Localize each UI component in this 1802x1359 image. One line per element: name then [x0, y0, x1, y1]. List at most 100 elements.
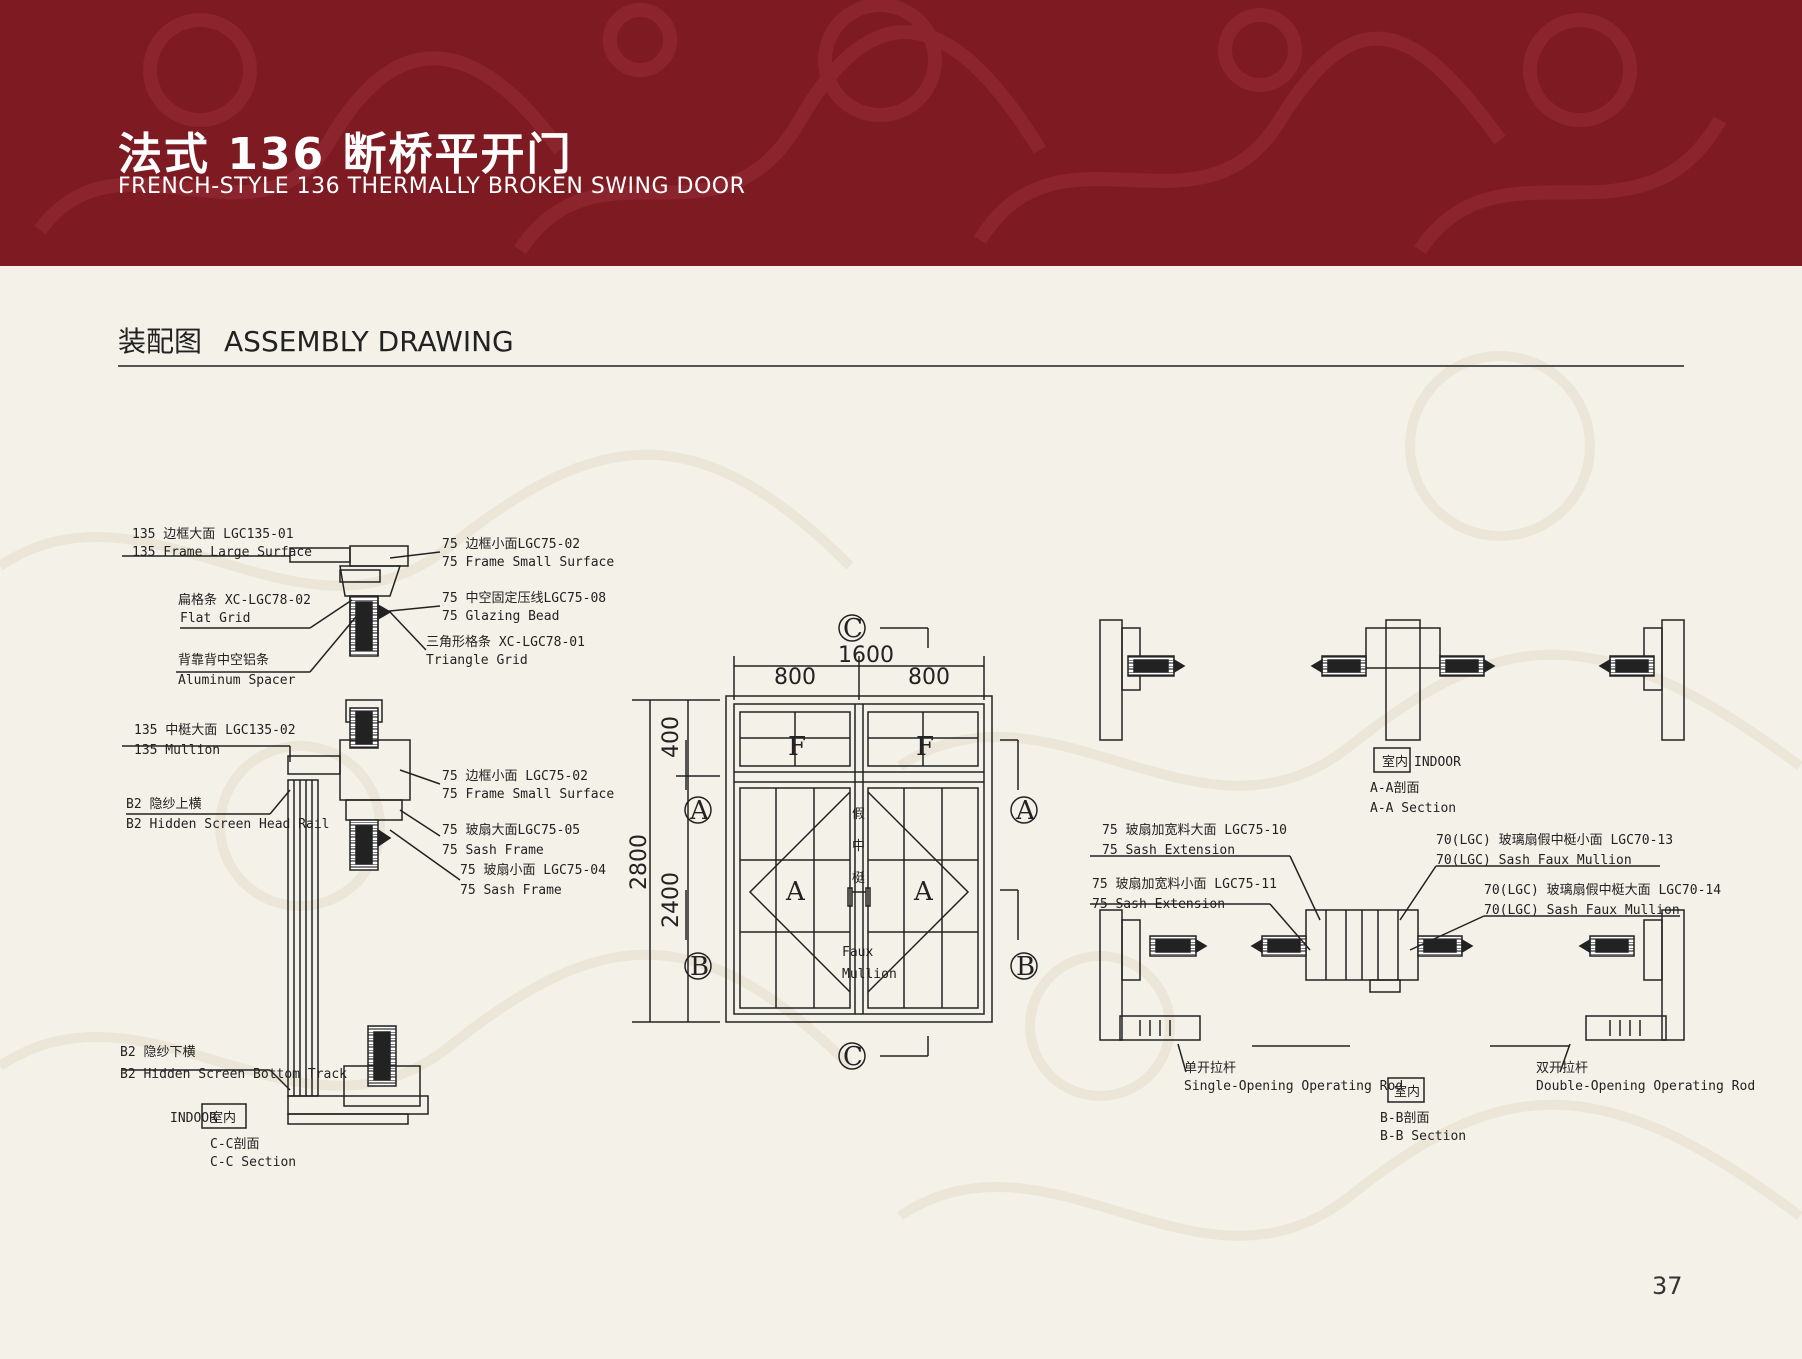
label-spacer-en: Aluminum Spacer — [178, 673, 296, 688]
cc-bottom-frame — [287, 1095, 429, 1115]
cc-top-frame-inner — [349, 545, 409, 567]
page-subtitle: FRENCH-STYLE 136 THERMALLY BROKEN SWING … — [118, 174, 746, 199]
label-frame-small-en: 75 Frame Small Surface — [442, 555, 614, 570]
cc-top-bead — [339, 565, 402, 597]
page-title: 法式 136 断桥平开门 — [118, 129, 573, 180]
cc-labels: 135 边框大面 LGC135-01 135 Frame Large Surfa… — [120, 527, 614, 1170]
cc-section — [122, 545, 461, 1129]
marker-a-right — [1010, 796, 1038, 824]
label-sash-small-cn: 75 玻扇小面 LGC75-04 — [460, 862, 606, 878]
bb-single-rod-en: Single-Opening Operating Rod — [1184, 1079, 1403, 1094]
aa-indoor-box — [1373, 747, 1411, 773]
label-sash-large-cn: 75 玻扇大面LGC75-05 — [442, 822, 580, 838]
aa-center-head — [1365, 627, 1441, 669]
aa-labels: 室内 INDOOR A-A剖面 A-A Section — [1370, 754, 1461, 816]
pane-a-left-label: A — [785, 877, 806, 907]
bb-labels: 75 玻扇加宽料大面 LGC75-10 75 Sash Extension 75… — [1092, 822, 1755, 1144]
pane-f-left-label: F — [788, 732, 806, 762]
faux-cn-1: 假 — [852, 807, 865, 822]
bb-sash-ext-large-en: 75 Sash Extension — [1102, 843, 1235, 858]
cc-bottom-track — [287, 1113, 409, 1125]
marker-b-left-label: B — [690, 952, 709, 982]
label-sash-large-en: 75 Sash Frame — [442, 843, 544, 858]
cc-spacer-bottom — [373, 1031, 391, 1081]
pane-a-right-label: A — [913, 877, 934, 907]
door-inner-frame — [733, 703, 985, 1015]
bb-section — [1090, 855, 1685, 1103]
pane-f-right-label: F — [916, 732, 934, 762]
cc-spacer-mid — [355, 711, 373, 745]
aa-right-frame — [1661, 619, 1685, 741]
label-cc-indoor-cn: 室内 — [210, 1110, 236, 1126]
cc-mullion — [287, 755, 341, 775]
marker-a-left-label: A — [689, 796, 710, 826]
cc-top-frame-small — [339, 569, 381, 583]
dim-400: 400 — [659, 716, 684, 758]
dim-800-left: 800 — [774, 665, 816, 690]
section-heading: 装配图 ASSEMBLY DRAWING — [118, 320, 514, 360]
dim-800-right: 800 — [908, 665, 950, 690]
label-cc-section-en: C-C Section — [210, 1155, 296, 1170]
label-mullion-cn: 135 中梃大面 LGC135-02 — [134, 723, 296, 738]
door-elevation — [632, 614, 1038, 1070]
marker-a-right-label: A — [1015, 796, 1036, 826]
section-divider — [118, 365, 1684, 367]
label-glazing-bead-cn: 75 中空固定压线LGC75-08 — [442, 591, 606, 606]
marker-c-top-label: C — [843, 614, 863, 644]
label-spacer-cn: 背靠背中空铝条 — [178, 652, 269, 668]
bb-faux-small-en: 70(LGC) Sash Faux Mullion — [1436, 853, 1632, 868]
page-number: 37 — [1652, 1272, 1683, 1300]
label-triangle-grid-cn: 三角形格条 XC-LGC78-01 — [426, 634, 585, 650]
label-cc-indoor-en: INDOOR — [170, 1111, 217, 1126]
bb-sash-ext-small-cn: 75 玻扇加宽料小面 LGC75-11 — [1092, 876, 1277, 892]
aa-indoor-en: INDOOR — [1414, 755, 1461, 770]
header-banner: 法式 136 断桥平开门 FRENCH-STYLE 136 THERMALLY … — [0, 0, 1802, 266]
dim-2400: 2400 — [659, 872, 684, 928]
label-flat-grid-en: Flat Grid — [180, 611, 250, 626]
section-title-en: ASSEMBLY DRAWING — [224, 325, 514, 358]
label-frame-small2-cn: 75 边框小面 LGC75-02 — [442, 769, 588, 784]
cc-sash-top — [345, 799, 403, 821]
faux-en-1: Faux — [842, 945, 873, 960]
aa-section — [1099, 619, 1685, 773]
marker-b-left — [684, 952, 712, 980]
bb-single-rod — [1119, 1015, 1201, 1041]
label-glazing-bead-en: 75 Glazing Bead — [442, 609, 559, 624]
elevation-labels: 1600 800 800 2800 400 2400 C C A A B B F… — [627, 614, 1036, 1072]
bb-left-frame — [1099, 909, 1123, 1041]
label-flat-grid-cn: 扁格条 XC-LGC78-02 — [178, 592, 311, 608]
cc-indoor-box — [201, 1103, 247, 1129]
label-screen-head-cn: B2 隐纱上横 — [126, 797, 201, 812]
bb-section-cn: B-B剖面 — [1380, 1111, 1429, 1126]
bb-section-en: B-B Section — [1380, 1129, 1466, 1144]
bb-double-rod-cn: 双开拉杆 — [1536, 1061, 1588, 1076]
marker-c-bottom-label: C — [843, 1042, 863, 1072]
dim-1600: 1600 — [838, 643, 894, 668]
sash-left — [739, 787, 851, 1009]
bb-single-rod-cn: 单开拉杆 — [1184, 1061, 1236, 1076]
label-frame-small-cn: 75 边框小面LGC75-02 — [442, 537, 580, 552]
bb-right-sash — [1643, 919, 1663, 981]
bb-faux-small-cn: 70(LGC) 玻璃扇假中梃小面 LGC70-13 — [1436, 832, 1673, 848]
diamond-left — [748, 791, 851, 993]
damask-pattern — [34, 0, 1727, 254]
aa-indoor-cn: 室内 — [1382, 754, 1408, 770]
cc-mullion-body — [339, 739, 411, 801]
label-cc-section-cn: C-C剖面 — [210, 1137, 259, 1152]
marker-c-bottom — [838, 1042, 866, 1070]
label-frame-large-cn: 135 边框大面 LGC135-01 — [132, 527, 294, 542]
bb-faux-large-en: 70(LGC) Sash Faux Mullion — [1484, 903, 1680, 918]
label-sash-small-en: 75 Sash Frame — [460, 883, 562, 898]
marker-b-right — [1010, 952, 1038, 980]
dim-2800: 2800 — [627, 834, 652, 890]
bb-double-rod-en: Double-Opening Operating Rod — [1536, 1079, 1755, 1094]
bb-faux-large-cn: 70(LGC) 玻璃扇假中梃大面 LGC70-14 — [1484, 882, 1721, 898]
section-title-cn: 装配图 — [118, 325, 203, 358]
label-frame-large-en: 135 Frame Large Surface — [132, 545, 312, 560]
bb-sash-ext-large-cn: 75 玻扇加宽料大面 LGC75-10 — [1102, 822, 1287, 838]
faux-en-2: Mullion — [842, 967, 897, 982]
bb-left-sash — [1121, 919, 1141, 981]
marker-b-right-label: B — [1016, 952, 1035, 982]
diamond-right — [867, 791, 970, 993]
